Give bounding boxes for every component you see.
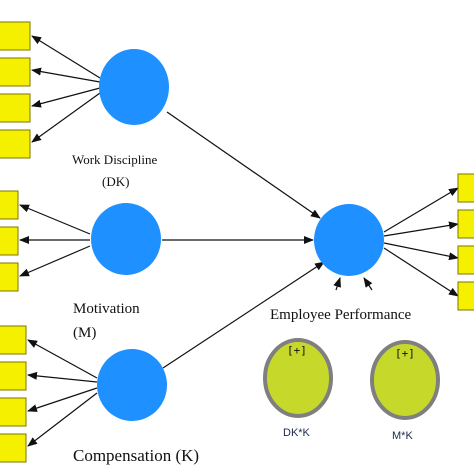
moderator-m-k[interactable]: [+] <box>370 340 440 420</box>
motivation-indicators <box>0 190 19 292</box>
indicator-m-3[interactable] <box>0 262 19 292</box>
label-motivation-code: (M) <box>73 325 97 341</box>
compensation-outer-arrows <box>27 339 98 447</box>
work-discipline-indicators <box>0 21 31 159</box>
arrow-k-ind1 <box>27 339 98 379</box>
construct-work-discipline[interactable] <box>99 49 169 125</box>
arrow-k-ind2 <box>27 371 98 383</box>
performance-outer-arrows <box>383 187 459 297</box>
work-discipline-outer-arrows <box>31 35 101 143</box>
path-k-to-ep <box>162 261 325 369</box>
label-work-discipline-code: (DK) <box>102 174 130 189</box>
indicator-dk-4[interactable] <box>0 129 31 159</box>
arrow-m-ind3 <box>19 245 91 277</box>
arrow-k-ind4 <box>27 392 98 447</box>
performance-indicators <box>457 173 474 311</box>
indicator-k-2[interactable] <box>0 361 27 391</box>
motivation-outer-arrows <box>19 204 91 277</box>
path-dk-to-ep <box>166 111 321 219</box>
indicator-ep-1[interactable] <box>457 173 474 203</box>
path-mk-to-ep <box>363 277 373 291</box>
compensation-indicators <box>0 325 27 463</box>
moderator-dk-k[interactable]: [+] <box>263 338 333 418</box>
arrow-k-ind3 <box>27 387 98 412</box>
indicator-m-1[interactable] <box>0 190 19 220</box>
arrow-dk-ind1 <box>31 35 101 79</box>
indicator-dk-1[interactable] <box>0 21 31 51</box>
arrow-m-ind1 <box>19 204 91 235</box>
indicator-ep-4[interactable] <box>457 281 474 311</box>
label-moderator-m-k: M*K <box>392 430 413 442</box>
label-motivation: Motivation <box>73 301 140 317</box>
indicator-m-2[interactable] <box>0 226 19 256</box>
indicator-ep-3[interactable] <box>457 245 474 275</box>
moderator-dk-k-badge: [+] <box>287 344 307 357</box>
indicator-k-1[interactable] <box>0 325 27 355</box>
construct-employee-performance[interactable] <box>314 204 384 276</box>
arrow-dk-ind3 <box>31 87 101 108</box>
label-work-discipline: Work Discipline <box>72 152 158 167</box>
indicator-k-4[interactable] <box>0 433 27 463</box>
indicator-dk-3[interactable] <box>0 93 31 123</box>
arrow-ep-ind2 <box>383 221 459 237</box>
arrow-ep-ind3 <box>383 242 459 261</box>
label-moderator-dk-k: DK*K <box>283 427 310 439</box>
arrow-ep-ind1 <box>383 187 459 233</box>
moderator-m-k-badge: [+] <box>395 347 415 360</box>
structural-paths <box>162 111 373 369</box>
arrow-dk-ind2 <box>31 67 101 83</box>
construct-compensation[interactable] <box>97 349 167 421</box>
label-compensation: Compensation (K) <box>73 446 200 465</box>
construct-motivation[interactable] <box>91 203 161 275</box>
label-employee-performance: Employee Performance <box>270 307 412 323</box>
arrow-ep-ind4 <box>383 247 459 297</box>
arrow-dk-ind4 <box>31 92 101 143</box>
indicator-k-3[interactable] <box>0 397 27 427</box>
path-dkk-to-ep <box>333 277 341 291</box>
indicator-dk-2[interactable] <box>0 57 31 87</box>
indicator-ep-2[interactable] <box>457 209 474 239</box>
